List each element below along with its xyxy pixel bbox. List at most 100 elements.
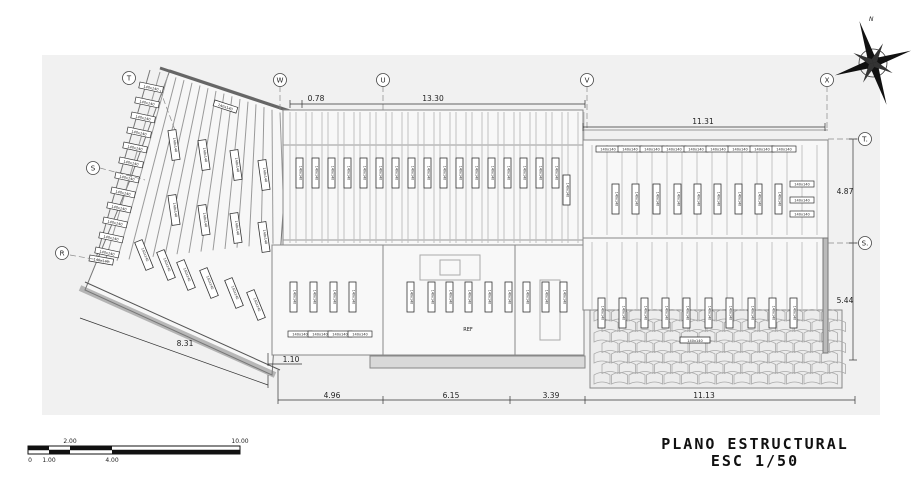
svg-text:140x140: 140x140: [111, 205, 127, 212]
beam-tag: 140x140: [106, 201, 132, 214]
dim-496: 4.96: [324, 391, 341, 400]
svg-text:140x140: 140x140: [644, 306, 648, 321]
svg-text:140x140: 140x140: [172, 202, 178, 217]
svg-text:140x140: 140x140: [794, 213, 809, 217]
svg-text:140x140: 140x140: [656, 192, 660, 207]
svg-text:140x140: 140x140: [772, 306, 776, 321]
dim-1131: 11.31: [692, 117, 714, 126]
beam-tag: 140x140: [126, 126, 152, 139]
beam-tag: 140x140: [359, 157, 368, 189]
svg-text:140x140: 140x140: [686, 306, 690, 321]
svg-text:140x140: 140x140: [710, 148, 725, 152]
scale-label-4: 4.00: [105, 457, 119, 464]
beam-tag: 140x140: [611, 183, 620, 215]
beam-tag: 140x140: [693, 183, 702, 215]
svg-text:140x140: 140x140: [708, 306, 712, 321]
beam-tag: 140x140: [713, 183, 722, 215]
beam-tag: 140x140: [391, 157, 400, 189]
beam-tag: 140x140: [289, 281, 298, 313]
dim-487: 4.87: [837, 187, 854, 196]
beam-tag: 140x140: [617, 145, 643, 153]
svg-text:140x140: 140x140: [615, 192, 619, 207]
svg-text:140x140: 140x140: [230, 285, 239, 300]
beam-tag: 140x140: [98, 231, 124, 244]
beam-tag: 140x140: [212, 99, 239, 114]
svg-text:140x140: 140x140: [600, 148, 615, 152]
svg-text:140x140: 140x140: [443, 166, 447, 181]
beam-tag: 140x140: [487, 157, 496, 189]
svg-text:140x140: 140x140: [738, 192, 742, 207]
svg-text:140x140: 140x140: [729, 306, 733, 321]
svg-text:140x140: 140x140: [312, 333, 327, 337]
beam-tag: 140x140: [661, 297, 670, 329]
svg-text:140x140: 140x140: [115, 190, 131, 197]
right-lower-block: 140x140 140x140 140x140 140x140 140x140 140x1…: [582, 237, 846, 389]
beam-tag: 140x140: [445, 281, 454, 313]
svg-text:140x140: 140x140: [252, 297, 261, 312]
beam-tag: 140x140: [673, 183, 682, 215]
svg-text:140x140: 140x140: [363, 166, 367, 181]
beam-tag: 140x140: [94, 246, 120, 259]
dim-078: 0.78: [308, 94, 325, 103]
grid-label-r: R: [60, 250, 65, 258]
beam-tag: 140x140: [727, 145, 753, 153]
grid-label-w: W: [277, 77, 284, 85]
beam-tag: 140x140: [327, 157, 336, 189]
beam-tag: 140x140: [423, 157, 432, 189]
svg-text:140x140: 140x140: [468, 290, 472, 305]
svg-text:140x140: 140x140: [459, 166, 463, 181]
beam-tag: 140x140: [347, 330, 373, 338]
svg-text:140x140: 140x140: [732, 148, 747, 152]
beam-tag: 140x140: [156, 249, 176, 281]
beam-tag: 140x140: [343, 157, 352, 189]
svg-text:140x140: 140x140: [794, 183, 809, 187]
beam-tag: 140x140: [134, 239, 154, 271]
svg-text:140x140: 140x140: [347, 166, 351, 181]
beam-tag: 140x140: [406, 281, 415, 313]
svg-text:140x140: 140x140: [635, 192, 639, 207]
beam-tag: 140x140: [562, 174, 571, 206]
beam-tag: 140x140: [705, 145, 731, 153]
svg-text:140x140: 140x140: [313, 290, 317, 305]
svg-text:140x140: 140x140: [395, 166, 399, 181]
scale-label-1: 1.00: [42, 457, 56, 464]
grid-axes: [69, 86, 858, 263]
scale-label-10: 10.00: [231, 438, 248, 445]
svg-text:140x140: 140x140: [754, 148, 769, 152]
svg-text:140x140: 140x140: [475, 166, 479, 181]
svg-text:140x140: 140x140: [665, 306, 669, 321]
svg-text:140x140: 140x140: [688, 148, 703, 152]
svg-text:140x140: 140x140: [352, 290, 356, 305]
beam-tag: 140x140: [551, 157, 560, 189]
dim-615: 6.15: [443, 391, 460, 400]
beam-tag: 140x140: [309, 281, 318, 313]
beam-tag: 140x140: [102, 216, 128, 229]
beam-tag: 140x140: [535, 157, 544, 189]
beam-tag: 140x140: [110, 186, 136, 199]
grid-label-v: V: [585, 77, 590, 85]
beam-tag: 140x140: [167, 194, 181, 226]
svg-text:140x140: 140x140: [717, 192, 721, 207]
beam-tag: 140x140: [138, 81, 164, 94]
beam-tag: 140x140: [661, 145, 687, 153]
dimension-lines: [79, 100, 857, 404]
beam-tag: 140x140: [682, 297, 691, 329]
beam-tag: 140x140: [257, 159, 271, 191]
svg-text:140x140: 140x140: [776, 148, 791, 152]
svg-text:140x140: 140x140: [449, 290, 453, 305]
beam-tag: 140x140: [639, 145, 665, 153]
beam-tag: 140x140: [329, 281, 338, 313]
beam-tag: 140x140: [595, 145, 621, 153]
beam-tag: 140x140: [375, 157, 384, 189]
svg-text:140x140: 140x140: [507, 166, 511, 181]
plan-scale: ESC 1/50: [710, 452, 800, 470]
beam-tag: 140x140: [311, 157, 320, 189]
svg-text:140x140: 140x140: [293, 290, 297, 305]
ref-label: REF: [463, 327, 473, 333]
beam-tag: 140x140: [747, 297, 756, 329]
svg-text:140x140: 140x140: [431, 290, 435, 305]
beam-tag: 140x140: [118, 156, 144, 169]
beam-tag: 140x140: [687, 339, 702, 343]
